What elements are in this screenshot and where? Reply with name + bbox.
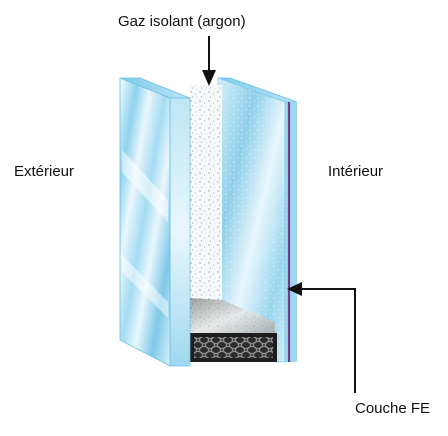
interior-label: Intérieur [328, 163, 384, 180]
gas-label: Gaz isolant (argon) [118, 13, 246, 30]
argon-gas-layer [190, 85, 275, 358]
fe-coating-label: Couche FE [355, 400, 431, 417]
interior-glass-pane [217, 77, 298, 363]
gas-pointer-arrow [202, 36, 216, 86]
fe-coating-pointer-arrow [287, 282, 356, 393]
spacer-bar [190, 333, 277, 362]
exterior-label: Extérieur [14, 163, 75, 180]
exterior-glass-pane [119, 77, 191, 367]
